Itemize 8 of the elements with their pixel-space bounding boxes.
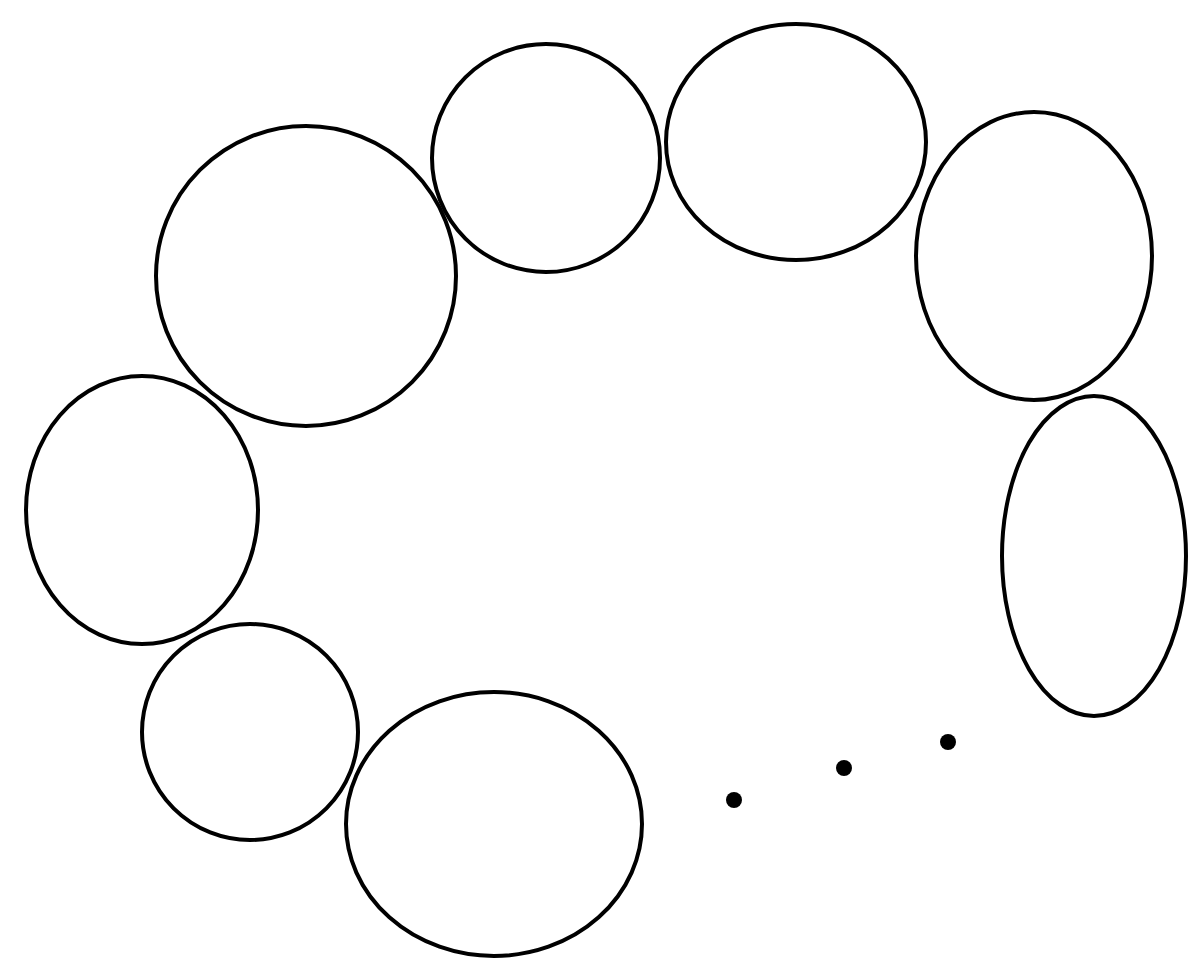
circle-shape bbox=[140, 622, 360, 842]
ellipse-shape bbox=[24, 374, 260, 646]
ellipse-shape bbox=[664, 22, 928, 262]
circle-shape bbox=[154, 124, 458, 428]
ellipse-shape bbox=[1000, 394, 1188, 718]
ellipse-shape bbox=[344, 690, 644, 958]
ellipse-shape bbox=[914, 110, 1154, 402]
circle-shape bbox=[430, 42, 662, 274]
